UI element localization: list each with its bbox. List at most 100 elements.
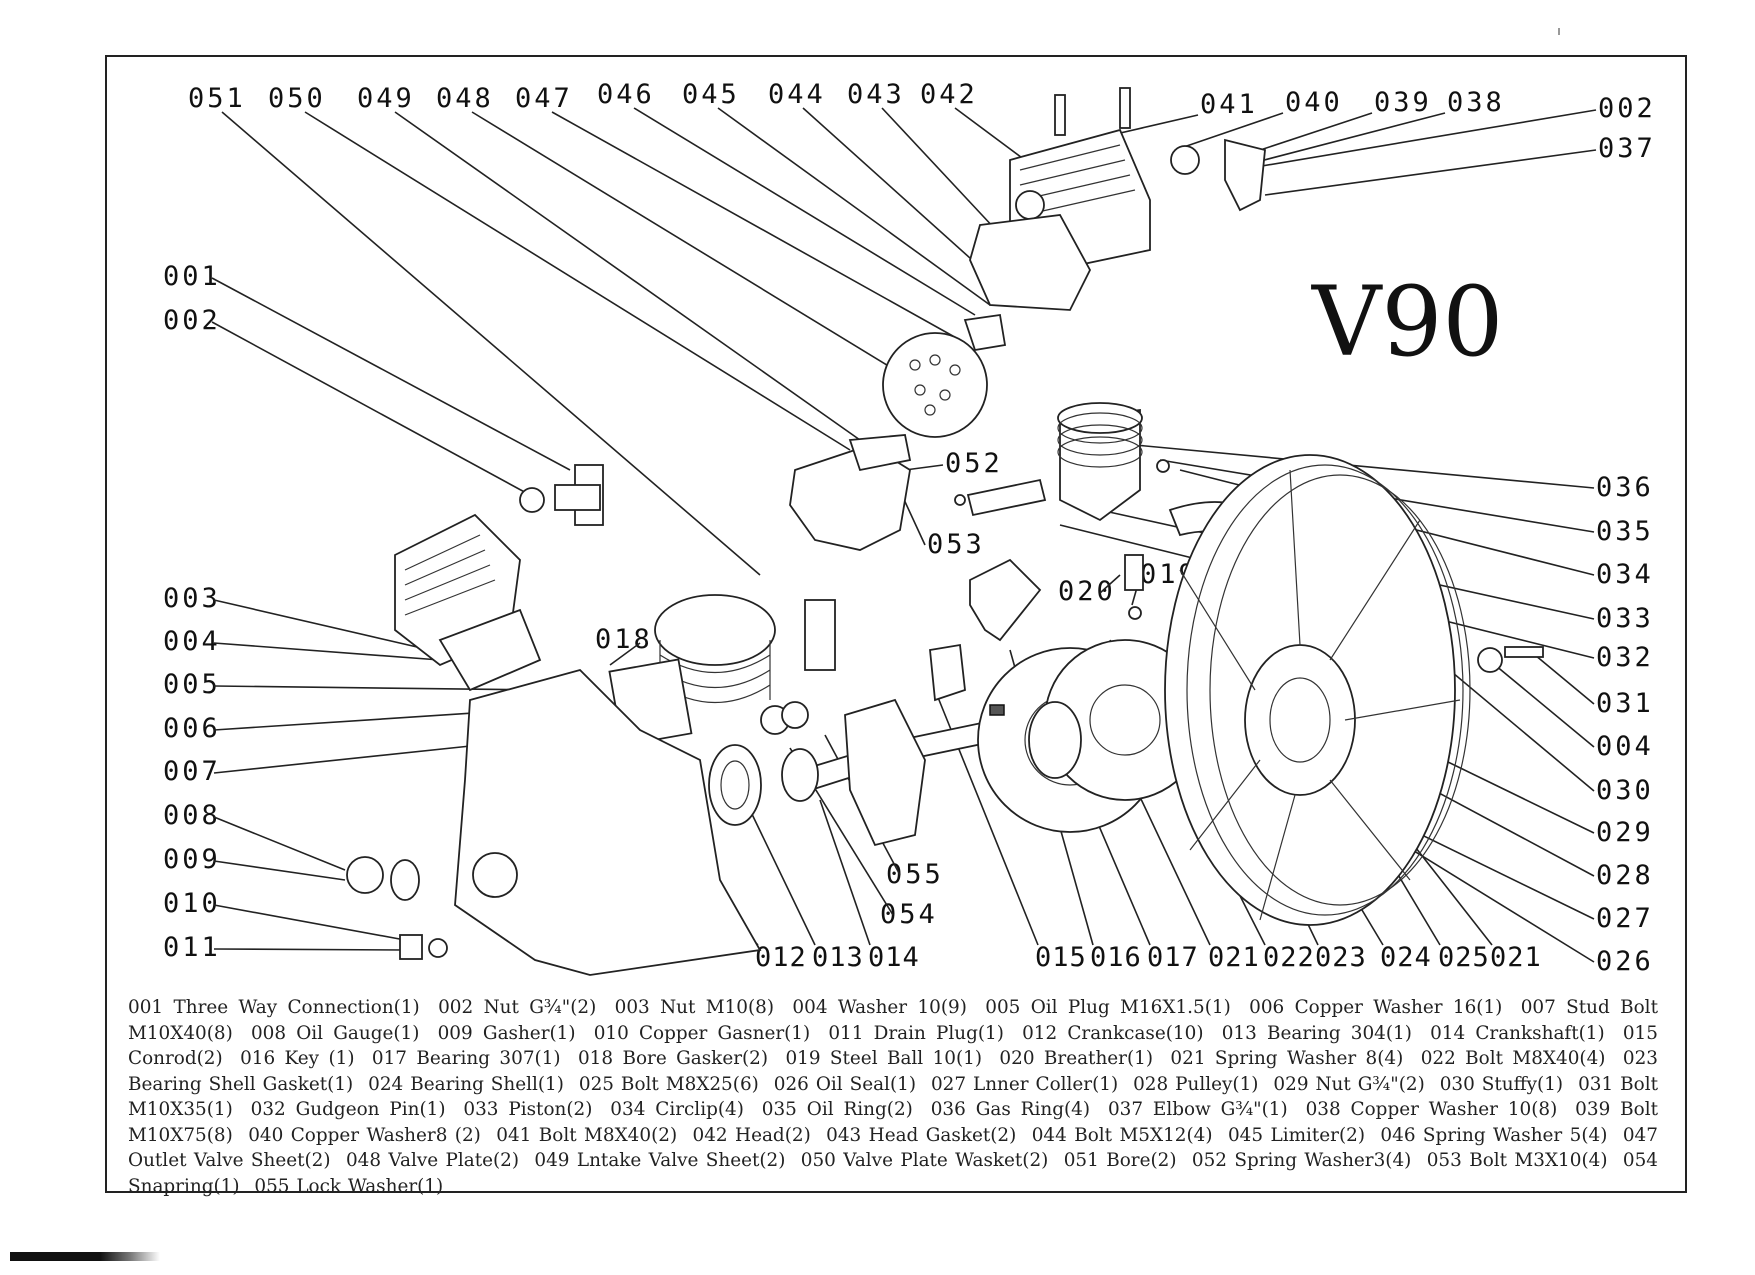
legend-item: 009 Gasher(1)	[437, 1022, 576, 1044]
legend-item: 037 Elbow G¾"(1)	[1107, 1099, 1288, 1120]
part-copper-gasket	[428, 938, 448, 958]
legend-item: 026 Oil Seal(1)	[773, 1073, 916, 1095]
legend-item: 041 Bolt M8X40(2)	[496, 1124, 678, 1146]
legend-item: 048 Valve Plate(2)	[345, 1150, 520, 1171]
part-bearing-304	[708, 744, 762, 826]
part-breather	[1124, 554, 1144, 591]
callout-034: 034	[1596, 559, 1654, 590]
callout-045: 045	[682, 79, 740, 110]
callout-050: 050	[268, 83, 326, 114]
callout-036: 036	[1596, 472, 1654, 503]
callout-044: 044	[768, 79, 826, 110]
callout-012: 012	[755, 942, 807, 973]
legend-item: 011 Drain Plug(1)	[828, 1022, 1004, 1044]
part-head-left	[394, 513, 542, 692]
part-key	[989, 704, 1005, 716]
part-bolt-031	[1504, 646, 1544, 658]
callout-011: 011	[163, 932, 221, 963]
right-callouts: 036 035 034 033 032 031 004 030 029 028 …	[1596, 472, 1654, 977]
callout-035: 035	[1596, 516, 1654, 547]
part-oil-gauge	[346, 856, 384, 894]
callout-048: 048	[436, 83, 494, 114]
part-head-gasket	[969, 214, 1092, 311]
part-crankshaft	[781, 698, 1027, 847]
callout-014: 014	[868, 942, 920, 973]
callout-021-b: 021	[1490, 942, 1542, 973]
legend-item: 045 Limiter(2)	[1227, 1124, 1366, 1146]
legend-item: 027 Lnner Coller(1)	[930, 1073, 1119, 1095]
callout-040: 040	[1285, 87, 1343, 118]
callout-004-right: 004	[1596, 731, 1654, 762]
callout-051: 051	[188, 83, 246, 114]
legend-item: 039 Bolt M10X75(8)	[128, 1099, 1658, 1146]
part-gudgeon-pin	[966, 478, 1047, 517]
legend-item: 003 Nut M10(8)	[614, 997, 775, 1018]
legend-item: 046 Spring Washer 5(4)	[1380, 1124, 1608, 1146]
scan-artifact-dot	[1558, 28, 1560, 35]
part-valve-plate	[882, 332, 988, 438]
callout-038: 038	[1447, 87, 1505, 118]
callout-031: 031	[1596, 688, 1654, 719]
legend-item: 015 Conrod(2)	[128, 1022, 1658, 1070]
callout-015: 015	[1035, 942, 1087, 973]
legend-item: 044 Bolt M5X12(4)	[1031, 1124, 1213, 1146]
callout-046: 046	[597, 79, 655, 110]
callout-022: 022	[1263, 942, 1315, 973]
valve-plate-holes	[909, 354, 961, 416]
top-callouts: 051 050 049 048 047 046 045 044 043 042 …	[188, 79, 1656, 164]
part-washer-004	[1477, 647, 1503, 673]
legend-item: 021 Spring Washer 8(4)	[1170, 1048, 1404, 1069]
legend-item: 050 Valve Plate Wasket(2)	[800, 1150, 1049, 1171]
legend-item: 038 Copper Washer 10(8)	[1305, 1099, 1558, 1120]
legend-item: 023 Bearing Shell Gasket(1)	[128, 1048, 1658, 1095]
callout-016: 016	[1090, 942, 1142, 973]
callout-033: 033	[1596, 603, 1654, 634]
callout-047: 047	[515, 83, 573, 114]
callout-029: 029	[1596, 817, 1654, 848]
legend-item: 052 Spring Washer3(4)	[1191, 1150, 1412, 1171]
part-lock-washer	[781, 701, 809, 729]
legend-item: 014 Crankshaft(1)	[1430, 1022, 1605, 1044]
legend-item: 032 Gudgeon Pin(1)	[250, 1099, 446, 1120]
callout-003: 003	[163, 583, 221, 614]
callout-052: 052	[945, 448, 1003, 479]
legend-item: 025 Bolt M8X25(6)	[578, 1073, 759, 1095]
part-steel-ball	[1128, 606, 1142, 620]
callout-053: 053	[927, 529, 985, 560]
callout-002-top: 002	[1598, 93, 1656, 124]
callout-025: 025	[1438, 942, 1490, 973]
legend-item: 030 Stuffy(1)	[1439, 1073, 1564, 1095]
callout-001: 001	[163, 261, 221, 292]
model-title: V90	[1311, 266, 1503, 378]
callout-026: 026	[1596, 946, 1654, 977]
part-limiter	[963, 313, 1007, 352]
callout-030: 030	[1596, 775, 1654, 806]
legend-item: 053 Bolt M3X10(4)	[1426, 1150, 1608, 1171]
callout-055: 055	[886, 859, 944, 890]
parts-artwork	[346, 87, 1544, 976]
scan-artifact-bar	[10, 1252, 160, 1261]
callout-028: 028	[1596, 860, 1654, 891]
callout-049: 049	[357, 83, 415, 114]
callout-024: 024	[1380, 942, 1432, 973]
legend-item: 051 Bore(2)	[1063, 1150, 1177, 1171]
part-bearing-shell-inner	[1089, 684, 1161, 756]
callout-013: 013	[812, 942, 864, 973]
part-oil-gauge-window	[472, 852, 518, 898]
legend-item: 024 Bearing Shell(1)	[368, 1073, 564, 1095]
legend-item: 047 Outlet Valve Sheet(2)	[128, 1124, 1658, 1172]
callout-008: 008	[163, 800, 221, 831]
legend-item: 033 Piston(2)	[463, 1099, 593, 1120]
legend-item: 008 Oil Gauge(1)	[250, 1022, 420, 1044]
legend-item: 001 Three Way Connection(1)	[128, 997, 420, 1018]
part-crankcase	[454, 668, 762, 976]
bottom-callouts: 012 013 014 015 016 017 021 022 023 024 …	[755, 942, 1542, 973]
callout-002-left: 002	[163, 305, 221, 336]
legend-item: 055 Lock Washer(1)	[254, 1175, 444, 1197]
part-drain-plug	[399, 934, 423, 960]
legend-item: 035 Oil Ring(2)	[761, 1099, 913, 1120]
parts-legend: 001 Three Way Connection(1) 002 Nut G¾"(…	[128, 995, 1658, 1199]
diagram-frame	[105, 55, 1687, 1193]
callout-010: 010	[163, 888, 221, 919]
